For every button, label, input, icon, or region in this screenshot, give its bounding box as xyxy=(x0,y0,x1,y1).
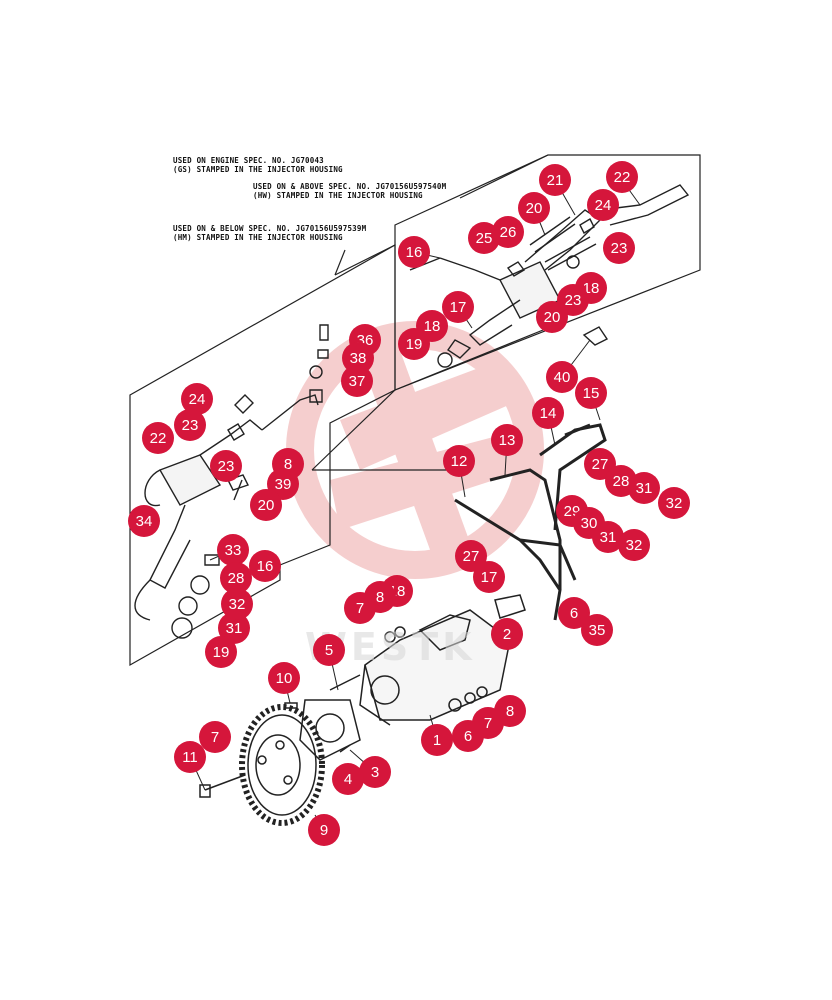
callout-marker[interactable]: 12 xyxy=(443,445,475,477)
callout-marker[interactable]: 19 xyxy=(205,636,237,668)
below-spec-note: USED ON & BELOW SPEC. NO. JG70156U597539… xyxy=(173,224,367,233)
callout-marker[interactable]: 28 xyxy=(220,562,252,594)
callout-marker[interactable]: 16 xyxy=(249,550,281,582)
callout-marker[interactable]: 11 xyxy=(174,741,206,773)
callout-marker[interactable]: 23 xyxy=(174,409,206,441)
fuel-lines xyxy=(454,423,607,621)
callout-marker[interactable]: 20 xyxy=(536,301,568,333)
callout-marker[interactable]: 7 xyxy=(199,721,231,753)
callout-marker[interactable]: 2 xyxy=(491,618,523,650)
above-spec-note: USED ON & ABOVE SPEC. NO. JG70156U597540… xyxy=(253,182,447,191)
callout-marker[interactable]: 21 xyxy=(539,164,571,196)
injection-pump xyxy=(359,594,526,726)
callout-marker[interactable]: 40 xyxy=(546,361,578,393)
callout-marker[interactable]: 23 xyxy=(603,232,635,264)
callout-marker[interactable]: 30 xyxy=(573,507,605,539)
callout-marker[interactable]: 13 xyxy=(491,424,523,456)
callout-marker[interactable]: 9 xyxy=(308,814,340,846)
callout-marker[interactable]: 20 xyxy=(518,192,550,224)
callout-marker[interactable]: 20 xyxy=(250,489,282,521)
below-spec-stamp-note: (HM) STAMPED IN THE INJECTOR HOUSING xyxy=(173,233,343,242)
callout-marker[interactable]: 16 xyxy=(398,236,430,268)
callout-marker[interactable]: 22 xyxy=(606,161,638,193)
callout-marker[interactable]: 19 xyxy=(398,328,430,360)
callout-marker[interactable]: 31 xyxy=(628,472,660,504)
callout-marker[interactable]: 1 xyxy=(421,724,453,756)
engine-spec-stamp-note: (GS) STAMPED IN THE INJECTOR HOUSING xyxy=(173,165,343,174)
callout-marker[interactable]: 17 xyxy=(473,561,505,593)
above-spec-stamp-note: (HW) STAMPED IN THE INJECTOR HOUSING xyxy=(253,191,423,200)
callout-marker[interactable]: 22 xyxy=(142,422,174,454)
callout-marker[interactable]: 26 xyxy=(492,216,524,248)
engine-spec-note: USED ON ENGINE SPEC. NO. JG70043 xyxy=(173,156,324,165)
callout-marker[interactable]: 32 xyxy=(618,529,650,561)
callout-marker[interactable]: 4 xyxy=(332,763,364,795)
callout-marker[interactable]: 14 xyxy=(532,397,564,429)
callout-marker[interactable]: 35 xyxy=(581,614,613,646)
panel-borders xyxy=(129,154,701,667)
callout-marker[interactable]: 33 xyxy=(217,534,249,566)
callout-marker[interactable]: 17 xyxy=(442,291,474,323)
callout-marker[interactable]: 3 xyxy=(359,756,391,788)
callout-marker[interactable]: 32 xyxy=(658,487,690,519)
callout-marker[interactable]: 23 xyxy=(557,284,589,316)
callout-marker[interactable]: 23 xyxy=(210,450,242,482)
callout-marker[interactable]: 6 xyxy=(452,720,484,752)
callout-marker[interactable]: 32 xyxy=(221,588,253,620)
callout-marker[interactable]: 37 xyxy=(341,365,373,397)
drive-gear-assembly xyxy=(199,674,361,826)
callout-marker[interactable]: 24 xyxy=(587,189,619,221)
callout-marker[interactable]: 34 xyxy=(128,505,160,537)
callout-marker[interactable]: 5 xyxy=(313,634,345,666)
callout-marker[interactable]: 15 xyxy=(575,377,607,409)
injector-assembly-left xyxy=(134,324,329,639)
callout-marker[interactable]: 10 xyxy=(268,662,300,694)
callout-marker[interactable]: 7 xyxy=(344,592,376,624)
